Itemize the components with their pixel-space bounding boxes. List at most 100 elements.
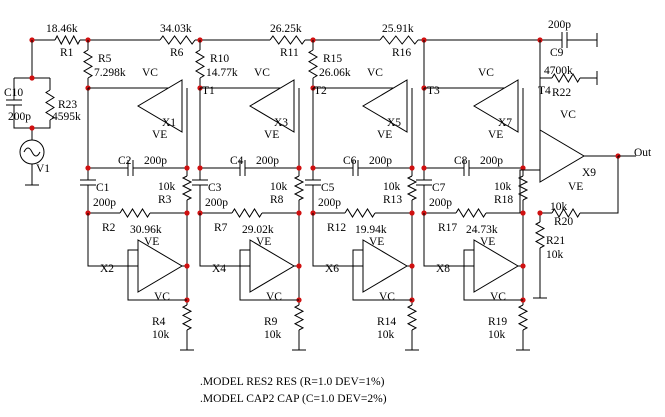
- label-R4: R4: [152, 316, 166, 328]
- model-line-res: .MODEL RES2 RES (R=1.0 DEV=1%): [200, 376, 385, 388]
- label-R5: R5: [98, 53, 112, 65]
- resistor-R13: [406, 175, 418, 201]
- vc-label-x9: VC: [560, 109, 576, 121]
- value-C3: 200p: [205, 197, 228, 209]
- value-C4: 200p: [256, 155, 279, 167]
- resistor-R8: [293, 175, 305, 201]
- label-X1: X1: [162, 117, 176, 129]
- junction-dot: [310, 165, 316, 171]
- label-C4: C4: [230, 155, 244, 167]
- capacitor-C8: [463, 160, 470, 176]
- ve-label: VE: [264, 129, 279, 141]
- label-C3: C3: [208, 182, 222, 194]
- vc-label: VC: [478, 67, 494, 79]
- junction-dot: [409, 263, 415, 269]
- opamp-X8: [473, 239, 519, 293]
- vc-label: VC: [266, 291, 282, 303]
- capacitor-C1: [80, 179, 96, 186]
- label-R7: R7: [214, 222, 228, 234]
- value-R23: 4595k: [52, 111, 81, 123]
- junction-dot: [296, 263, 302, 269]
- junction-dot: [184, 263, 190, 269]
- resistor-R19: [517, 304, 529, 331]
- label-R21: R21: [546, 235, 565, 247]
- value-C8: 200p: [480, 155, 503, 167]
- label-R12: R12: [327, 222, 346, 234]
- wire: [463, 249, 523, 301]
- label-R8: R8: [270, 194, 284, 206]
- opamp-X4: [249, 239, 295, 293]
- resistor-R17: [455, 208, 487, 218]
- label-C6: C6: [343, 155, 357, 167]
- capacitor-C5: [305, 179, 321, 186]
- node-T1: T1: [202, 85, 215, 97]
- resistor-R15: [308, 49, 318, 79]
- ve-label-x9: VE: [568, 181, 583, 193]
- capacitor-C6: [352, 160, 359, 176]
- junction-dot: [421, 165, 427, 171]
- value-R22: 4700k: [544, 65, 573, 77]
- opamp-X3: [249, 79, 295, 133]
- resistor-R2: [119, 208, 151, 218]
- value-R10: 14.77k: [206, 67, 238, 79]
- junction-dot: [29, 75, 35, 81]
- wire: [87, 213, 138, 267]
- resistor-R6: [159, 35, 196, 45]
- label-R3: R3: [158, 194, 172, 206]
- opamp-X6: [362, 239, 408, 293]
- ve-label: VE: [256, 236, 271, 248]
- junction-dot: [184, 165, 190, 171]
- source-V1: [19, 139, 45, 165]
- model-line-cap: .MODEL CAP2 CAP (C=1.0 DEV=2%): [200, 393, 387, 405]
- wire: [423, 213, 474, 267]
- label-X3: X3: [274, 117, 288, 129]
- junction-dot: [197, 165, 203, 171]
- label-R22: R22: [552, 87, 571, 99]
- wire: [312, 213, 363, 267]
- junction-dot: [520, 165, 526, 171]
- resistor-R16: [379, 35, 419, 45]
- resistor-R9: [293, 304, 305, 331]
- capacitor-C7: [416, 179, 432, 186]
- label-R19: R19: [488, 316, 507, 328]
- resistor-R7: [231, 208, 263, 218]
- ve-label: VE: [152, 129, 167, 141]
- capacitor-C10: [6, 99, 22, 106]
- value-R3: 10k: [158, 181, 176, 193]
- junction-dot: [184, 210, 190, 216]
- label-C1: C1: [96, 182, 110, 194]
- value-R17: 24.73k: [466, 224, 498, 236]
- junction-dot: [409, 210, 415, 216]
- sine-icon: [23, 147, 41, 157]
- node-T3: T3: [427, 85, 440, 97]
- resistor-R14: [406, 304, 418, 331]
- label-R13: R13: [383, 194, 402, 206]
- resistor-R21: [534, 221, 546, 249]
- value-R13: 10k: [383, 181, 401, 193]
- label-X8: X8: [436, 263, 450, 275]
- label-X4: X4: [212, 263, 226, 275]
- value-C10: 200p: [8, 111, 31, 123]
- components: [6, 32, 598, 351]
- opamp-X1: [137, 79, 183, 133]
- label-C8: C8: [454, 155, 468, 167]
- resistor-R1: [54, 34, 81, 46]
- label-R15: R15: [323, 53, 342, 65]
- ve-label: VE: [369, 236, 384, 248]
- value-R11: 26.25k: [270, 23, 302, 35]
- value-R4: 10k: [152, 329, 170, 341]
- wire: [239, 249, 299, 301]
- vc-label: VC: [367, 67, 383, 79]
- wire: [519, 169, 540, 213]
- label-R23: R23: [58, 99, 77, 111]
- label-R20: R20: [554, 216, 573, 228]
- label-R10: R10: [210, 53, 229, 65]
- label-R11: R11: [280, 47, 299, 59]
- resistor-R5: [83, 49, 93, 79]
- label-R16: R16: [392, 47, 411, 59]
- wires: [13, 37, 636, 350]
- label-C9: C9: [550, 47, 564, 59]
- resistor-R4: [181, 304, 193, 331]
- junction-dot: [85, 165, 91, 171]
